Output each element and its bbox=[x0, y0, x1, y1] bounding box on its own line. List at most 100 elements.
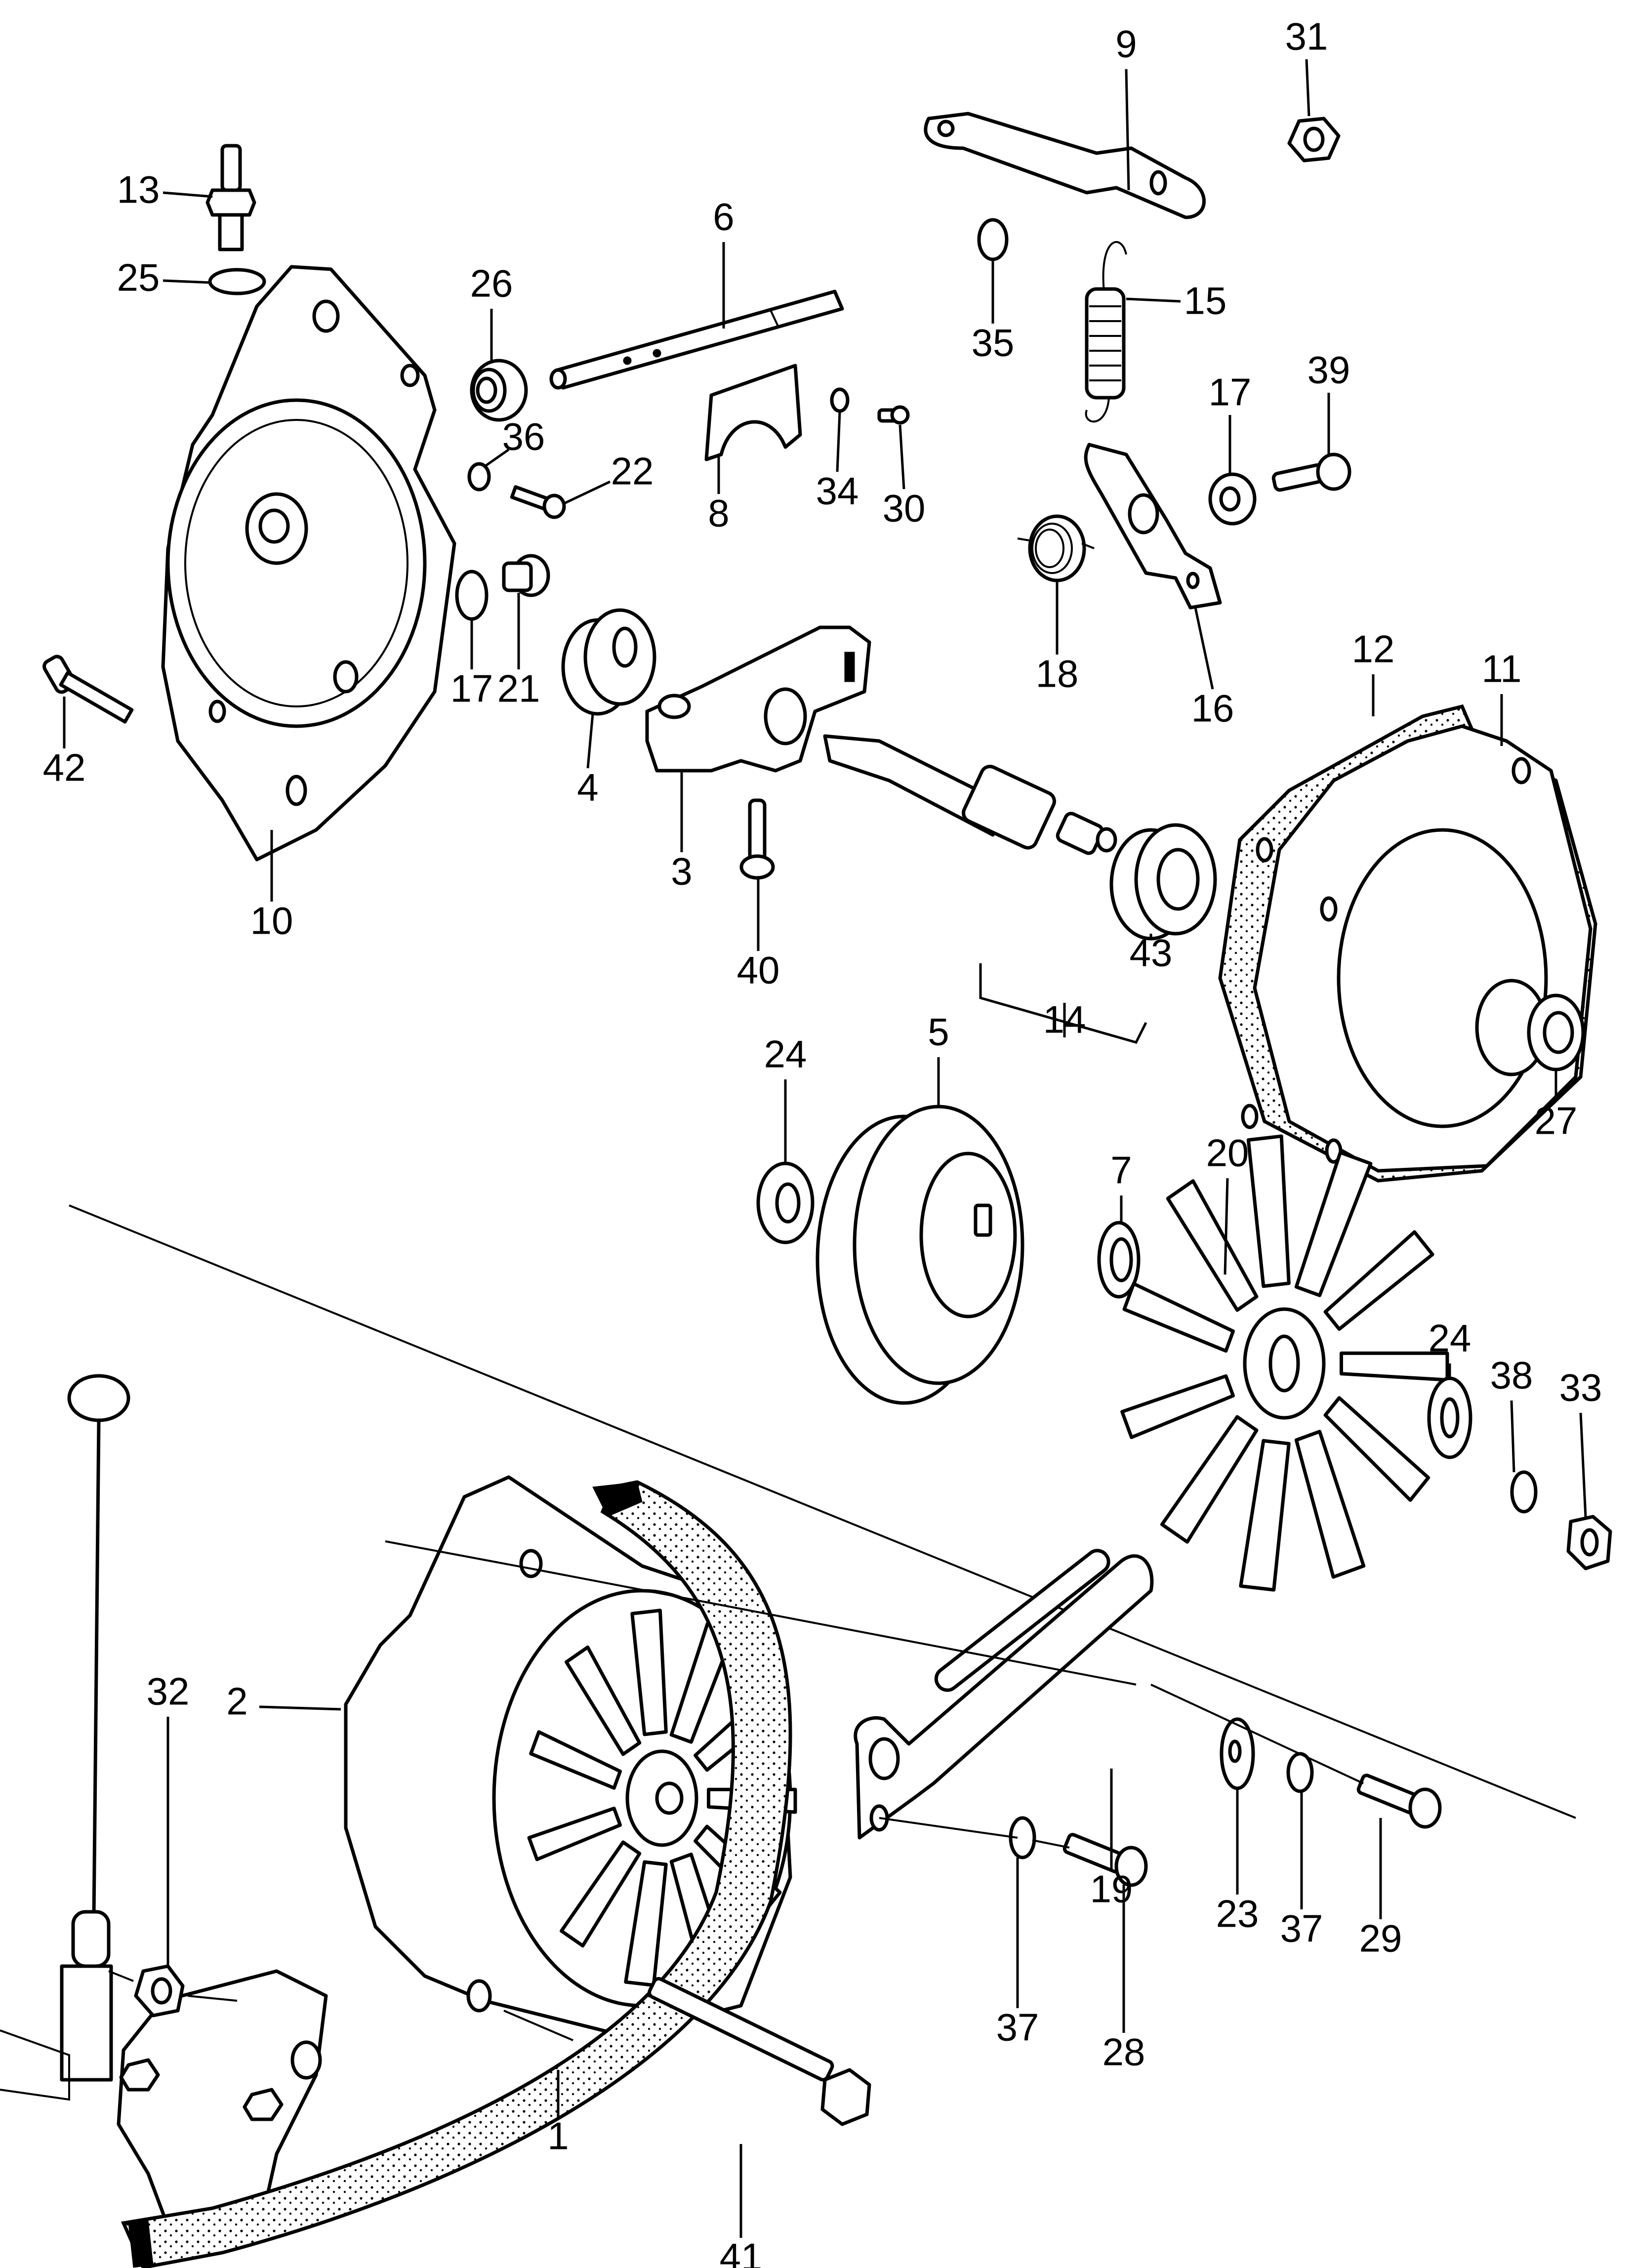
long-bolt-part-41[interactable] bbox=[648, 1977, 871, 2126]
callout-nut: 32 bbox=[147, 1670, 190, 1966]
callout-tension-spring: 15 bbox=[1126, 279, 1226, 323]
washer-part-35[interactable] bbox=[977, 218, 1009, 261]
shaft-part[interactable] bbox=[549, 289, 844, 390]
callout-label: 25 bbox=[117, 256, 160, 299]
callout-cooling-fan: 20 bbox=[1206, 1131, 1249, 1275]
washer-part-36[interactable] bbox=[467, 462, 491, 492]
screw-part-22[interactable] bbox=[510, 485, 566, 519]
fan-blade bbox=[1160, 1415, 1259, 1544]
callout-layer: 1234567891011121314151617171819202122232… bbox=[43, 15, 1602, 2268]
bearing-part-26[interactable] bbox=[470, 359, 528, 422]
callout-terminal-stud: 13 bbox=[117, 168, 213, 211]
callout-lock-washer: 37 bbox=[996, 1857, 1039, 2049]
fan-blade bbox=[1246, 1134, 1291, 1288]
screw-part-30[interactable] bbox=[877, 405, 910, 425]
rear-housing-part[interactable] bbox=[161, 265, 456, 862]
fan-blade bbox=[529, 1730, 622, 1790]
callout-label: 7 bbox=[1110, 1149, 1132, 1192]
belt-end-shading bbox=[128, 2220, 154, 2268]
callout-label: 33 bbox=[1559, 1366, 1602, 1409]
cam-bushing-part[interactable] bbox=[561, 608, 656, 716]
leader-line bbox=[1224, 1178, 1229, 1275]
callout-sealing-washer: 25 bbox=[117, 256, 210, 299]
oil-seal-part[interactable] bbox=[1097, 1221, 1141, 1299]
terminal-stud-part[interactable] bbox=[205, 144, 256, 251]
callout-label: 41 bbox=[720, 2235, 763, 2268]
washer-part-17b[interactable] bbox=[1208, 472, 1257, 526]
callout-label: 31 bbox=[1285, 15, 1328, 58]
ball-bearing-part[interactable] bbox=[1109, 823, 1217, 941]
callout-label: 22 bbox=[611, 450, 654, 493]
flange-bolt-part-42[interactable] bbox=[42, 655, 134, 724]
leader-line bbox=[163, 279, 210, 284]
washer-part-17a[interactable] bbox=[455, 570, 489, 621]
callout-collar-nut: 27 bbox=[1535, 1070, 1577, 1143]
nut-part-33[interactable] bbox=[1566, 1515, 1612, 1570]
callout-brush-holder-arm: 3 bbox=[671, 771, 693, 893]
callout-label: 15 bbox=[1184, 279, 1227, 323]
callout-label: 32 bbox=[147, 1670, 190, 1713]
callout-label: 14 bbox=[1043, 998, 1086, 1041]
callout-oil-seal: 7 bbox=[1110, 1149, 1132, 1223]
nut-part-31[interactable] bbox=[1287, 117, 1341, 163]
pulley-part[interactable] bbox=[816, 1105, 1024, 1405]
callout-alternator-assembly: 2 bbox=[226, 1680, 341, 1723]
callout-label: 10 bbox=[250, 899, 293, 943]
callout-screw: 22 bbox=[562, 450, 654, 505]
flange-bolt-part-39[interactable] bbox=[1271, 453, 1351, 492]
fan-blade bbox=[1122, 1281, 1235, 1353]
spacer-washer-part-24a[interactable] bbox=[756, 1161, 815, 1244]
fan-blade bbox=[1323, 1396, 1430, 1502]
sealing-washer-part[interactable] bbox=[208, 268, 266, 295]
leader-line bbox=[586, 713, 594, 769]
fan-blade bbox=[560, 1840, 642, 1948]
callout-pivot-bolt: 21 bbox=[497, 593, 540, 710]
nut-part-32[interactable] bbox=[134, 1964, 185, 2018]
callout-label: 2 bbox=[226, 1680, 247, 1723]
callout-label: 42 bbox=[43, 746, 86, 789]
callout-label: 6 bbox=[713, 195, 734, 239]
pivot-bolt-part-21[interactable] bbox=[502, 554, 550, 597]
callout-torsion-spring: 18 bbox=[1036, 580, 1078, 696]
section-divider-line bbox=[69, 1204, 1576, 1819]
screw-part-40[interactable] bbox=[739, 798, 775, 880]
washer-part-34[interactable] bbox=[830, 387, 850, 413]
callout-washer: 17 bbox=[450, 620, 493, 710]
front-housing-part[interactable] bbox=[1218, 704, 1597, 1183]
callout-link-plate: 16 bbox=[1191, 607, 1234, 730]
callout-label: 21 bbox=[497, 667, 540, 710]
bolt-part-29[interactable] bbox=[1356, 1773, 1442, 1829]
callout-bolt: 29 bbox=[1359, 1818, 1402, 1960]
adjusting-bracket-part[interactable] bbox=[854, 1546, 1154, 1840]
leader-line bbox=[1126, 297, 1181, 303]
bracket-lever-part[interactable] bbox=[924, 112, 1206, 219]
drive-belt-part[interactable] bbox=[121, 1480, 792, 2268]
fan-blade bbox=[1323, 1230, 1434, 1331]
callout-label: 38 bbox=[1490, 1354, 1533, 1397]
leader-line bbox=[1305, 59, 1310, 117]
torsion-spring-part[interactable] bbox=[1017, 514, 1095, 582]
callout-label: 36 bbox=[502, 415, 545, 458]
callout-bracket-lever: 9 bbox=[1115, 22, 1137, 191]
cooling-fan-part[interactable] bbox=[1120, 1134, 1449, 1592]
callout-bolt: 28 bbox=[1102, 1885, 1145, 2074]
lock-washer-part-38[interactable] bbox=[1510, 1470, 1538, 1514]
callout-housing-gasket: 12 bbox=[1352, 627, 1394, 716]
brush-holder-arm-part[interactable] bbox=[645, 625, 871, 773]
assembly-bracket-leader bbox=[979, 963, 1147, 1044]
retainer-plate-part[interactable] bbox=[704, 364, 802, 461]
leader-line bbox=[483, 448, 510, 468]
callout-label: 4 bbox=[577, 766, 598, 809]
spacer-washer-part-24b[interactable] bbox=[1427, 1376, 1472, 1459]
link-plate-part[interactable] bbox=[1084, 443, 1222, 610]
bolt-part-28[interactable] bbox=[1062, 1833, 1148, 1887]
fan-blade bbox=[1120, 1374, 1235, 1440]
fan-blade bbox=[565, 1645, 642, 1756]
rotor-shaft-assembly-part[interactable] bbox=[823, 734, 1117, 855]
lock-washer-part-37b[interactable] bbox=[1286, 1752, 1314, 1793]
callout-label: 23 bbox=[1216, 1892, 1259, 1936]
callout-washer: 36 bbox=[483, 415, 545, 468]
tension-spring-part[interactable] bbox=[1085, 241, 1127, 423]
leader-line bbox=[259, 1705, 341, 1711]
